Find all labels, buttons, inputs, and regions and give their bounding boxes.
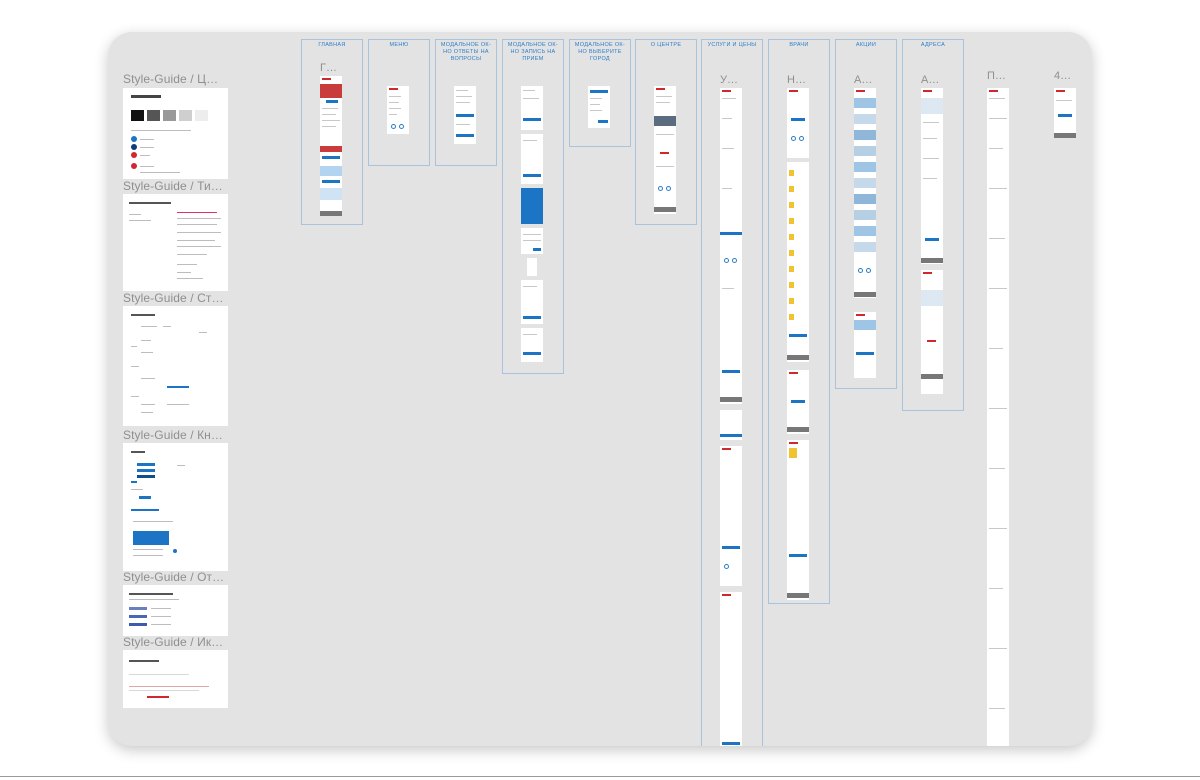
- section-appointment-modal-title: МОДАЛЬНОЕ ОК-НО ЗАПИСЬ НА ПРИЕМ: [507, 42, 559, 62]
- style-guide-typography-title[interactable]: Style-Guide / Ти…: [123, 179, 223, 193]
- section-promotions-title: АКЦИИ: [855, 42, 877, 48]
- style-guide-spacing-title[interactable]: Style-Guide / От…: [123, 570, 225, 584]
- services-screen-2[interactable]: [720, 410, 742, 440]
- style-guide-colors-title[interactable]: Style-Guide / Ц…: [123, 72, 219, 86]
- section-appointment-modal[interactable]: МОДАЛЬНОЕ ОК-НО ЗАПИСЬ НА ПРИЕМ: [502, 39, 564, 374]
- section-menu[interactable]: МЕНЮ: [368, 39, 430, 166]
- loose-column-label-2: 4…: [1054, 70, 1072, 82]
- promotions-screen-2[interactable]: [854, 312, 876, 378]
- doctors-screen-list[interactable]: [787, 162, 809, 362]
- faq-modal-screen[interactable]: [454, 86, 476, 144]
- section-about-title: О ЦЕНТРЕ: [650, 42, 682, 48]
- style-guide-buttons-frame[interactable]: [123, 443, 228, 571]
- services-screen-1[interactable]: [720, 88, 742, 404]
- style-guide-typography-frame[interactable]: [123, 194, 228, 291]
- section-about[interactable]: О ЦЕНТРЕ: [635, 39, 697, 225]
- section-faq-modal-title: МОДАЛЬНОЕ ОК-НО ОТВЕТЫ НА ВОПРОСЫ: [440, 42, 492, 62]
- doctors-screen-2[interactable]: [787, 370, 809, 434]
- style-guide-colors-frame[interactable]: [123, 88, 228, 179]
- style-guide-icons-frame[interactable]: [123, 650, 228, 708]
- section-home-title: ГЛАВНАЯ: [318, 42, 346, 48]
- appointment-screen-5[interactable]: [521, 280, 543, 324]
- section-doctors-title: ВРАЧИ: [789, 42, 809, 48]
- section-promotions-label: А…: [854, 74, 873, 86]
- doctors-screen-detail[interactable]: [787, 440, 809, 600]
- doctors-screen-1[interactable]: [787, 88, 809, 158]
- home-screen[interactable]: [320, 76, 342, 216]
- section-doctors[interactable]: ВРАЧИ Н…: [768, 39, 830, 604]
- style-guide-buttons-title[interactable]: Style-Guide / Кн…: [123, 428, 224, 442]
- appointment-screen-3[interactable]: [521, 188, 543, 224]
- section-faq-modal[interactable]: МОДАЛЬНОЕ ОК-НО ОТВЕТЫ НА ВОПРОСЫ: [435, 39, 497, 166]
- loose-screen-404[interactable]: [1054, 88, 1076, 138]
- section-home-label: Г…: [320, 62, 337, 74]
- appointment-calendar[interactable]: [521, 228, 543, 254]
- appointment-screen-1[interactable]: [521, 86, 543, 130]
- section-addresses-title: АДРЕСА: [920, 42, 946, 48]
- menu-screen[interactable]: [387, 86, 409, 134]
- style-guide-styles-frame[interactable]: [123, 306, 228, 426]
- loose-column-label-1: П…: [987, 70, 1006, 82]
- services-screen-3[interactable]: [720, 446, 742, 586]
- section-doctors-label: Н…: [787, 74, 806, 86]
- section-promotions[interactable]: АКЦИИ А…: [835, 39, 897, 389]
- section-services[interactable]: УСЛУГИ И ЦЕНЫ У…: [701, 39, 763, 746]
- section-services-label: У…: [720, 74, 738, 86]
- section-city-modal[interactable]: МОДАЛЬНОЕ ОК-НО ВЫБЕРИТЕ ГОРОД: [569, 39, 631, 147]
- style-guide-icons-title[interactable]: Style-Guide / Ик…: [123, 635, 224, 649]
- section-addresses-label: А…: [921, 74, 940, 86]
- promotions-screen-1[interactable]: [854, 88, 876, 298]
- city-modal-screen[interactable]: [588, 86, 610, 128]
- appointment-screen-4[interactable]: [527, 258, 537, 276]
- section-menu-title: МЕНЮ: [389, 42, 409, 48]
- addresses-screen-1[interactable]: [921, 88, 943, 264]
- section-addresses[interactable]: АДРЕСА А…: [902, 39, 964, 411]
- bottom-rule: [0, 776, 1200, 777]
- canvas-board: Style-Guide / Ц… Style-Guide / Ти… St: [108, 32, 1092, 746]
- section-city-modal-title: МОДАЛЬНОЕ ОК-НО ВЫБЕРИТЕ ГОРОД: [574, 42, 626, 62]
- style-guide-styles-title[interactable]: Style-Guide / Ст…: [123, 291, 224, 305]
- section-home[interactable]: ГЛАВНАЯ Г…: [301, 39, 363, 225]
- services-screen-4[interactable]: [720, 592, 742, 746]
- about-screen[interactable]: [654, 86, 676, 214]
- appointment-screen-6[interactable]: [521, 328, 543, 362]
- addresses-screen-2[interactable]: [921, 270, 943, 394]
- appointment-screen-2[interactable]: [521, 134, 543, 184]
- section-services-title: УСЛУГИ И ЦЕНЫ: [707, 42, 757, 48]
- loose-screen-long[interactable]: [987, 88, 1009, 746]
- style-guide-spacing-frame[interactable]: [123, 585, 228, 636]
